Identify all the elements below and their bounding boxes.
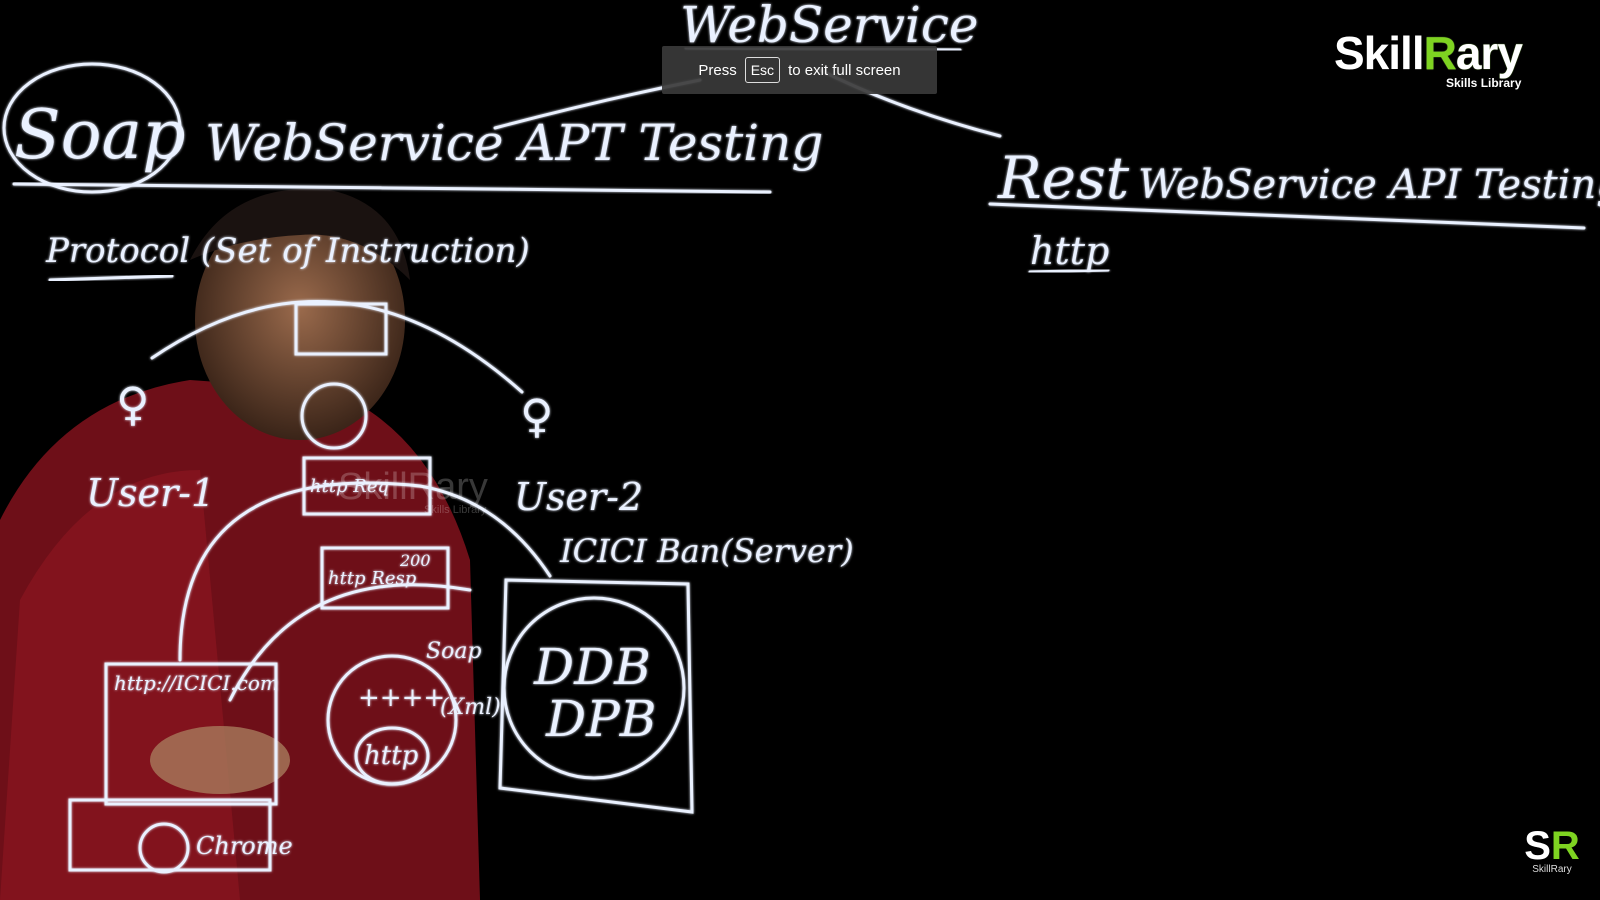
rest-heading: WebService API Testing bbox=[1138, 162, 1600, 208]
soap-small-label: Soap bbox=[426, 639, 482, 664]
watermark-subtitle: Skills Library bbox=[424, 504, 487, 516]
rest-http-label: http bbox=[1030, 229, 1109, 273]
db-row-1: DDB bbox=[533, 638, 651, 696]
logo-ary-text: ary bbox=[1455, 27, 1523, 79]
board-title: WebService bbox=[680, 0, 979, 54]
logo-subtitle: Skills Library bbox=[1446, 76, 1522, 90]
esc-key[interactable]: Esc bbox=[744, 57, 781, 83]
user2-icon: ♀ bbox=[520, 389, 554, 443]
watermark-text: SkillRary bbox=[338, 466, 488, 508]
user2-label: User-2 bbox=[514, 475, 643, 519]
status-200-label: 200 bbox=[399, 551, 431, 570]
chrome-label: Chrome bbox=[196, 832, 293, 860]
skillrary-logo: SkillRary Skills Library bbox=[1334, 27, 1564, 90]
presenter-figure bbox=[0, 188, 480, 900]
url-label: http://ICICI.com bbox=[114, 671, 279, 695]
corner-logo: SR SkillRary bbox=[1520, 826, 1584, 875]
logo-skill-text: Skill bbox=[1334, 27, 1425, 79]
logo-r-text: R bbox=[1423, 27, 1457, 79]
protocol-label: Protocol (Set of Instruction) bbox=[45, 231, 530, 271]
db-row-2: DPB bbox=[545, 690, 656, 748]
http-resp-label: http Resp bbox=[328, 568, 417, 589]
rest-label: Rest bbox=[997, 144, 1130, 212]
fullscreen-notice-rest: to exit full screen bbox=[788, 61, 901, 79]
corner-logo-sub: SkillRary bbox=[1532, 864, 1572, 875]
corner-logo-r: R bbox=[1550, 824, 1580, 868]
soap-heading: WebService APT Testing bbox=[205, 114, 823, 172]
user1-icon: ♀ bbox=[116, 377, 150, 431]
soap-label: Soap bbox=[14, 96, 186, 175]
server-label: ICICI Ban(Server) bbox=[559, 532, 854, 570]
xml-label: (Xml) bbox=[440, 695, 501, 720]
fullscreen-notice-press: Press bbox=[698, 61, 737, 79]
user1-label: User-1 bbox=[86, 471, 215, 515]
corner-logo-s: S bbox=[1524, 824, 1551, 868]
http-circle-label: http bbox=[364, 741, 419, 771]
markup-plus-signs: ++++ bbox=[358, 683, 445, 713]
fullscreen-notice: Press Esc to exit full screen bbox=[662, 46, 937, 94]
http-req-label: http Req bbox=[310, 476, 389, 497]
